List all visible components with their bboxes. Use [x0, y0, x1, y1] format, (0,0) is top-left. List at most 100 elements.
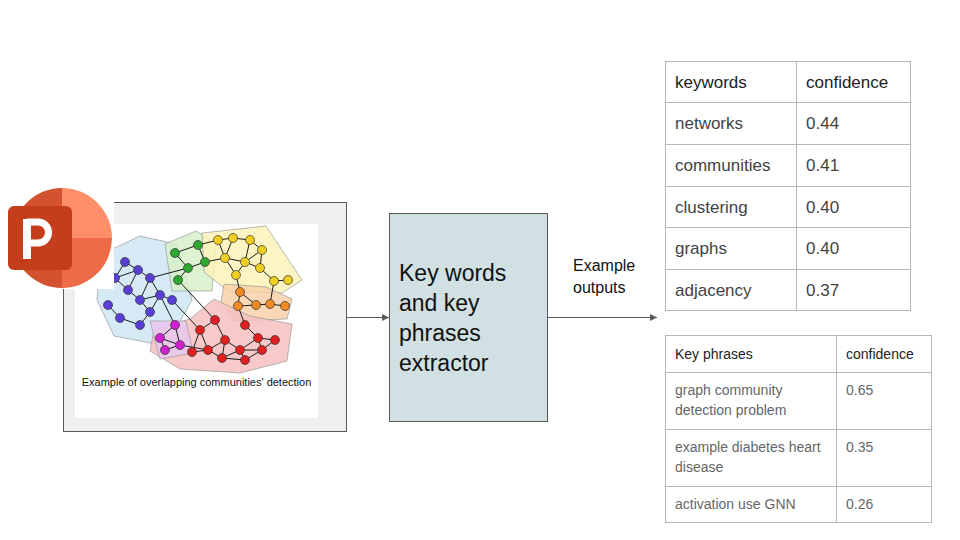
- table-cell: activation use GNN: [675, 494, 827, 514]
- table-cell-box: confidence: [837, 336, 932, 373]
- graph-vertex: [258, 346, 267, 355]
- graph-vertex: [204, 346, 213, 355]
- graph-vertex: [196, 326, 205, 335]
- table-cell-box: example diabetes heart disease: [666, 430, 837, 487]
- graph-vertex: [241, 321, 250, 330]
- table-header: Key phrases: [675, 344, 827, 364]
- icon-plate: [8, 206, 72, 270]
- table-header: confidence: [846, 344, 922, 364]
- output-arrow: [548, 317, 657, 318]
- graph-vertex: [218, 354, 227, 363]
- table-row: activation use GNN 0.26: [666, 487, 932, 523]
- graph-vertex: [156, 291, 165, 300]
- table-cell-box: keywords: [666, 62, 797, 103]
- graph-vertex: [146, 308, 155, 317]
- graph-vertex: [256, 264, 265, 273]
- network-illustration: [63, 202, 347, 432]
- table-cell-box: graph community detection problem: [666, 373, 837, 430]
- table-row: adjacency 0.37: [666, 270, 911, 311]
- process-box: Key words and key phrases extractor: [389, 213, 548, 422]
- graph-vertex: [134, 266, 143, 275]
- graph-vertex: [284, 276, 293, 285]
- graph-vertex: [266, 300, 275, 309]
- table-cell: graphs: [675, 238, 787, 259]
- graph-vertex: [121, 258, 130, 267]
- table-cell-box: 0.37: [797, 270, 911, 311]
- graph-vertex: [116, 314, 125, 323]
- table-cell-box: graphs: [666, 228, 797, 270]
- graph-vertex: [201, 258, 210, 267]
- icon-letter-bowl: [27, 222, 49, 243]
- community-region: [150, 321, 193, 359]
- graph-vertex: [214, 236, 223, 245]
- graph-vertex: [168, 296, 177, 305]
- table-row: keywords confidence: [666, 62, 911, 103]
- table-cell: 0.41: [806, 155, 901, 176]
- table-cell: 0.35: [846, 437, 922, 457]
- table-cell-box: 0.44: [797, 103, 911, 145]
- graph-vertex: [241, 356, 250, 365]
- graph-vertex: [176, 341, 185, 350]
- table-row: Key phrases confidence: [666, 336, 932, 373]
- graph-vertex: [184, 264, 193, 273]
- table-cell-box: 0.41: [797, 145, 911, 187]
- table-row: networks 0.44: [666, 103, 911, 145]
- graph-vertex: [104, 301, 113, 310]
- graph-vertex: [174, 276, 183, 285]
- graph-vertex: [234, 302, 243, 311]
- community-region: [150, 299, 292, 373]
- image-box: Example of overlapping communities' dete…: [63, 202, 347, 432]
- graph-vertex: [232, 271, 241, 280]
- table-cell: communities: [675, 155, 787, 176]
- table-cell: 0.40: [806, 197, 901, 218]
- graph-vertex: [194, 241, 203, 250]
- graph-vertex: [171, 321, 180, 330]
- table-header: keywords: [675, 72, 787, 93]
- graph-vertex: [136, 321, 145, 330]
- table-row: example diabetes heart disease 0.35: [666, 430, 932, 487]
- table-row: clustering 0.40: [666, 187, 911, 228]
- table-cell: networks: [675, 113, 787, 134]
- community-region: [202, 226, 302, 293]
- graph-vertex: [270, 277, 279, 286]
- table-cell-box: 0.35: [837, 430, 932, 487]
- output-table: Key phrases confidence graph community det…: [665, 335, 932, 523]
- table-cell: clustering: [675, 197, 787, 218]
- graph-vertex: [241, 258, 250, 267]
- table-cell-box: networks: [666, 103, 797, 145]
- image-caption: Example of overlapping communities' dete…: [75, 374, 318, 391]
- annotation-text: Example outputs: [573, 255, 655, 299]
- table-cell: example diabetes heart disease: [675, 437, 827, 477]
- graph-vertex: [236, 346, 245, 355]
- powerpoint-icon: [8, 188, 114, 289]
- graph-vertex: [211, 316, 220, 325]
- graph-vertex: [156, 334, 165, 343]
- table-row: graph community detection problem0.65: [666, 373, 932, 430]
- graph-edge: [150, 268, 188, 278]
- graph-vertex: [271, 336, 280, 345]
- table-cell: 0.26: [846, 494, 922, 514]
- graph-vertex: [281, 302, 290, 311]
- table-cell: graph community detection problem: [675, 380, 827, 420]
- graph-vertex: [258, 246, 267, 255]
- graph-vertex: [171, 249, 180, 258]
- table-cell-box: adjacency: [666, 270, 797, 311]
- graph-vertex: [221, 254, 230, 263]
- table-cell-box: 0.65: [837, 373, 932, 430]
- table-cell-box: clustering: [666, 187, 797, 228]
- table-cell: 0.37: [806, 280, 901, 301]
- graph-vertex: [221, 336, 230, 345]
- table-row: communities 0.41: [666, 145, 911, 187]
- table-cell: 0.44: [806, 113, 901, 134]
- table-cell-box: confidence: [797, 62, 911, 103]
- table-cell-box: 0.40: [797, 187, 911, 228]
- graph-vertex: [124, 286, 133, 295]
- output-table: keywords confidence networks 0.44 communitie…: [665, 61, 911, 311]
- process-label: Key words and key phrases extractor: [390, 258, 547, 378]
- table-cell-box: Key phrases: [666, 336, 837, 373]
- table-header: confidence: [806, 72, 901, 93]
- table-cell: 0.40: [806, 238, 901, 259]
- graph-vertex: [136, 296, 145, 305]
- graph-vertex: [161, 346, 170, 355]
